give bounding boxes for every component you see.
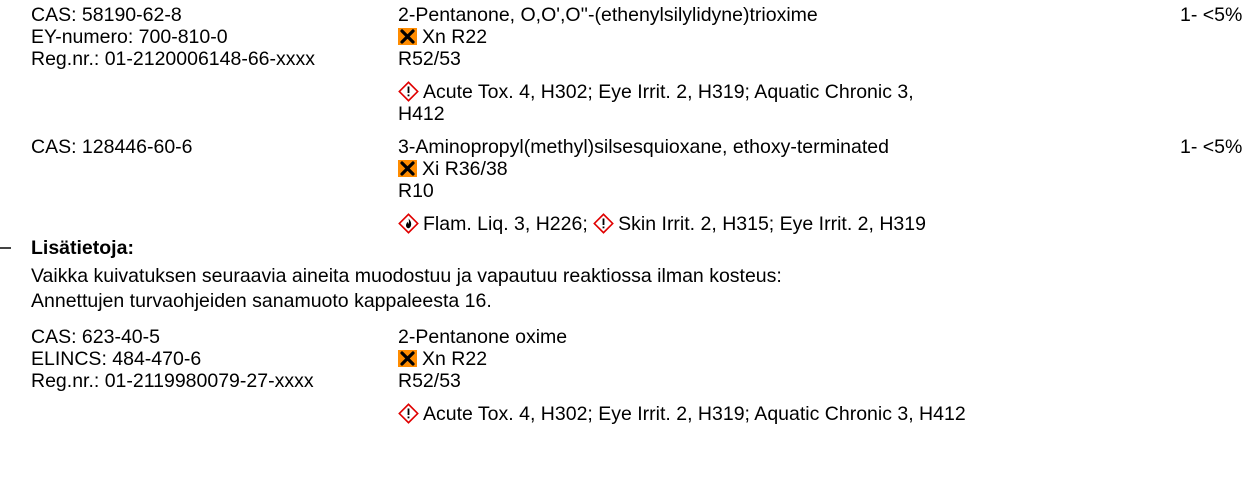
entry1-cas: CAS: 58190-62-8 — [31, 4, 182, 26]
byproduct-ghs-line: Acute Tox. 4, H302; Eye Irrit. 2, H319; … — [398, 403, 966, 425]
entry1-ghs-line2: H412 — [398, 103, 445, 125]
additional-line1: Vaikka kuivatuksen seuraavia aineita muo… — [31, 265, 782, 287]
byproduct-name: 2-Pentanone oxime — [398, 326, 568, 348]
byproduct-cas: CAS: 623-40-5 — [31, 326, 160, 348]
entry2-r-line1: Xi R36/38 — [398, 158, 508, 180]
byproduct-r-phrase: Xn R22 — [422, 348, 488, 370]
ghs-exclamation-icon — [398, 81, 419, 102]
byproduct-elincs: ELINCS: 484-470-6 — [31, 348, 202, 370]
byproduct-ghs-text: Acute Tox. 4, H302; Eye Irrit. 2, H319; … — [423, 403, 966, 425]
byproduct-r-line2: R52/53 — [398, 370, 461, 392]
hazard-cross-icon — [398, 350, 417, 367]
section-bullet — [0, 247, 11, 249]
byproduct-r-line1: Xn R22 — [398, 348, 487, 370]
hazard-cross-icon — [398, 28, 417, 45]
entry2-r-phrase: Xi R36/38 — [422, 158, 508, 180]
byproduct-reg-number: Reg.nr.: 01-2119980079-27-xxxx — [31, 370, 314, 392]
entry2-r-line2: R10 — [398, 180, 434, 202]
entry1-r-line2: R52/53 — [398, 48, 461, 70]
entry1-ec-number: EY-numero: 700-810-0 — [31, 26, 228, 48]
entry2-ghs-line: Flam. Liq. 3, H226; Skin Irrit. 2, H315;… — [398, 213, 926, 235]
hazard-cross-icon — [398, 160, 417, 177]
entry1-reg-number: Reg.nr.: 01-2120006148-66-xxxx — [31, 48, 316, 70]
entry1-r-phrase: Xn R22 — [422, 26, 488, 48]
ghs-exclamation-icon — [593, 213, 614, 234]
entry1-r-line1: Xn R22 — [398, 26, 487, 48]
ghs-exclamation-icon — [398, 403, 419, 424]
additional-line2: Annettujen turvaohjeiden sanamuoto kappa… — [31, 290, 492, 312]
entry1-concentration: 1- <5% — [1180, 4, 1243, 26]
entry1-name: 2-Pentanone, O,O',O''-(ethenylsilylidyne… — [398, 4, 818, 26]
entry2-concentration: 1- <5% — [1180, 136, 1243, 158]
ghs-flame-icon — [398, 213, 419, 234]
entry2-ghs-part1: Flam. Liq. 3, H226; — [423, 213, 588, 235]
entry2-ghs-part2: Skin Irrit. 2, H315; Eye Irrit. 2, H319 — [618, 213, 926, 235]
entry2-cas: CAS: 128446-60-6 — [31, 136, 193, 158]
entry1-ghs-text: Acute Tox. 4, H302; Eye Irrit. 2, H319; … — [423, 81, 914, 103]
entry1-ghs-line1: Acute Tox. 4, H302; Eye Irrit. 2, H319; … — [398, 81, 914, 103]
entry2-name: 3-Aminopropyl(methyl)silsesquioxane, eth… — [398, 136, 889, 158]
additional-heading: Lisätietoja: — [31, 237, 134, 259]
